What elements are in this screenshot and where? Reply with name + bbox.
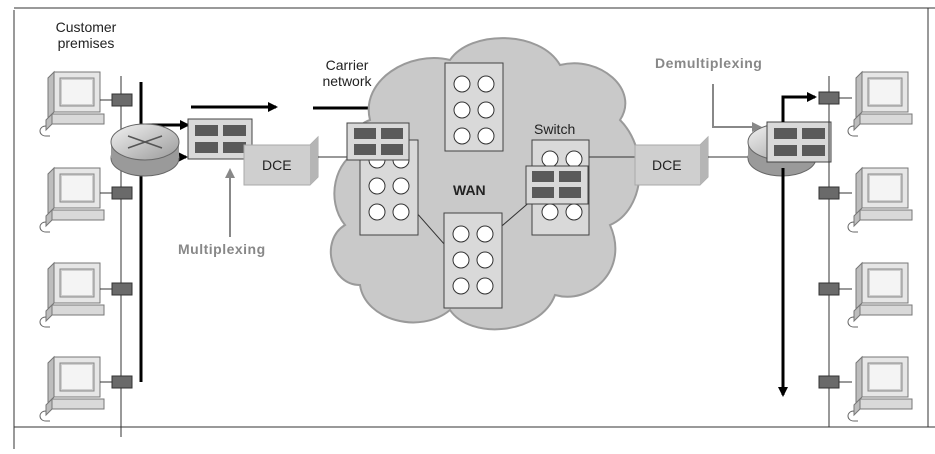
right-pc-2 <box>847 167 913 233</box>
wan-mux-right-icon <box>525 165 589 205</box>
right-pc-4 <box>847 356 913 422</box>
right-transceiver-3 <box>818 282 840 296</box>
customer-premises-line2: premises <box>57 35 115 51</box>
wan-label: WAN <box>453 182 486 198</box>
left-pc-4 <box>39 356 105 422</box>
carrier-network-line1: Carrier <box>325 57 369 73</box>
left-transceiver-3 <box>111 282 133 296</box>
carrier-network-line2: network <box>322 73 372 89</box>
demultiplexing-label: Demultiplexing <box>655 55 763 71</box>
customer-premises-label: Customer premises <box>46 19 126 51</box>
left-transceiver-2 <box>111 186 133 200</box>
left-pc-2 <box>39 167 105 233</box>
wan-mux-left-icon <box>346 122 410 161</box>
wan-cloud <box>329 37 641 331</box>
right-transceiver-1 <box>818 91 840 105</box>
right-mux-icon <box>766 121 832 163</box>
left-flow-arrow-2 <box>139 152 188 382</box>
right-dce-label: DCE <box>652 157 682 173</box>
left-router-icon <box>110 123 180 177</box>
left-pc-3 <box>39 262 105 328</box>
left-pc-1 <box>39 71 105 137</box>
customer-premises-line1: Customer <box>55 19 117 35</box>
wan-switch-top-icon <box>444 62 504 152</box>
right-transceiver-4 <box>818 375 840 389</box>
right-pc-1 <box>847 71 913 137</box>
left-transceiver-4 <box>111 375 133 389</box>
multiplexing-label: Multiplexing <box>178 241 266 257</box>
carrier-network-label: Carrier network <box>312 57 382 89</box>
left-dce-icon <box>243 135 319 186</box>
wan-switch-bottom-icon <box>443 212 503 309</box>
right-dce-icon <box>634 135 709 186</box>
left-flow-arrow-1 <box>139 82 190 130</box>
left-dce-label: DCE <box>262 157 292 173</box>
demultiplexing-arrow <box>712 84 762 132</box>
switch-label: Switch <box>534 121 576 137</box>
right-transceiver-2 <box>818 186 840 200</box>
left-transceiver-1 <box>111 93 133 107</box>
right-pc-3 <box>847 262 913 328</box>
left-mux-icon <box>187 118 253 160</box>
right-flow-arrow-up <box>781 92 817 122</box>
